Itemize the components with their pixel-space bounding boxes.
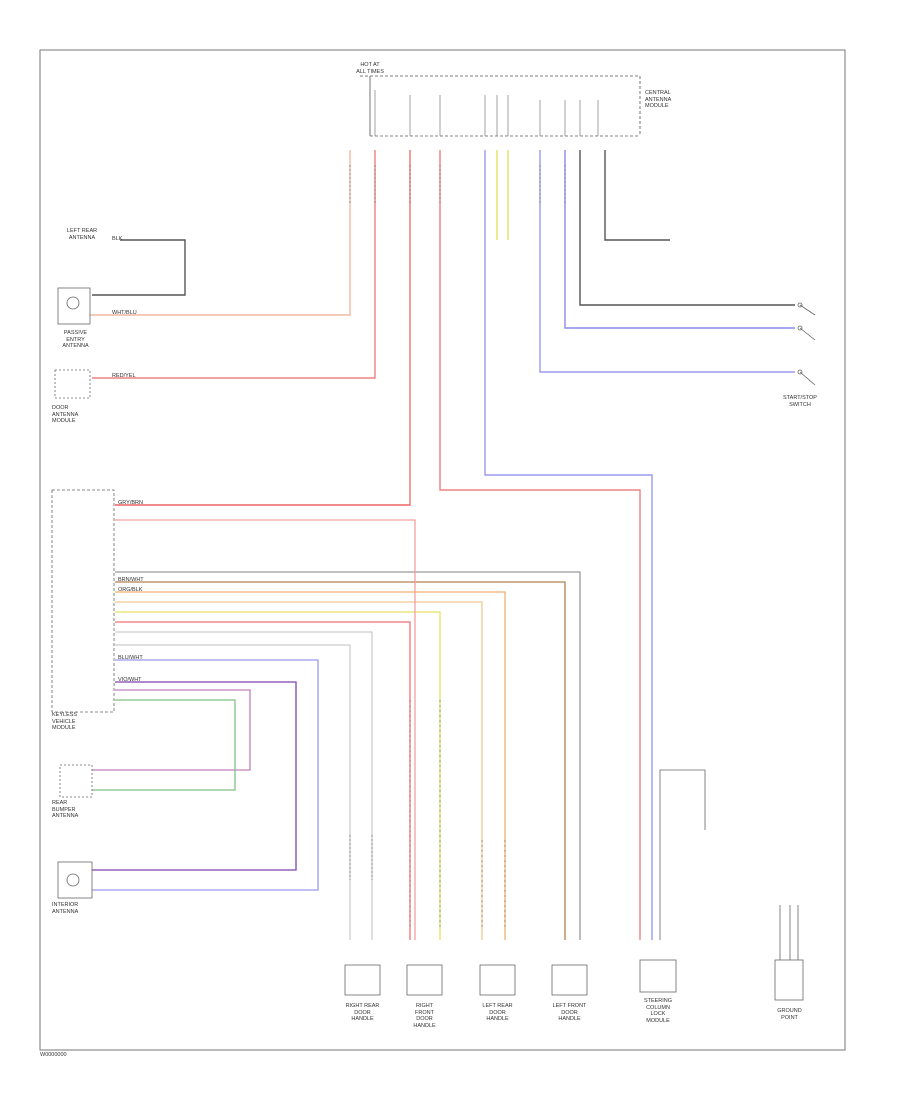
steering-lock-label: STEERING COLUMN LOCK MODULE [643,998,673,1024]
wire-b [92,150,376,379]
handle-2-box [406,964,443,996]
top-connector [360,75,641,137]
handle-4-label: LEFT FRONT DOOR HANDLE [552,1003,587,1022]
wire-label-1: BLK [112,236,123,242]
diagram-frame [39,49,846,1051]
wire-label-7: BRN/WHT [118,577,144,583]
wire-h [539,150,795,373]
rear-bumper-antenna-label: REAR BUMPER ANTENNA [52,800,79,819]
wire-a [90,150,351,316]
wire-label-3: RED/YEL [112,373,136,379]
rear-bumper-box [59,764,93,798]
entry-antenna-label: PASSIVE ENTRY ANTENNA [62,330,89,349]
handle-1-box [344,964,381,996]
wire-k [604,150,670,241]
wire-label-6: BLU/WHT [118,655,143,661]
steering-lock-box [639,959,677,993]
wire-e [484,150,653,940]
wire-markers [349,165,566,930]
keyless-module-label: KEYLESS VEHICLE MODULE [52,712,78,731]
handle-2-label: RIGHT FRONT DOOR HANDLE [413,1003,436,1029]
keyless-module-box [51,489,115,713]
handle-4-box [551,964,588,996]
wire-c [115,150,411,506]
ground-point-label: GROUND POINT [777,1008,802,1021]
wire-label-4: GRY/BRN [118,500,143,506]
entry-antenna-box [57,287,91,325]
module-wires [92,504,581,940]
wire-d [439,150,641,940]
wire-label-8: ORG/BLK [118,587,143,593]
left-rear-antenna-label: LEFT REAR ANTENNA [66,228,98,241]
antenna-module-label: CENTRAL ANTENNA MODULE [645,90,672,109]
wire-i [564,150,795,329]
handle-1-label: RIGHT REAR DOOR HANDLE [345,1003,380,1022]
ground-box [774,959,804,1001]
components [51,287,816,1001]
start-stop-switch-label: START/STOP SWITCH [783,395,817,408]
footer-code: W0000000 [40,1052,67,1058]
wire-l [92,239,186,296]
handle-3-box [479,964,516,996]
wire-label-2: WHT/BLU [112,310,137,316]
door-antenna-box [54,369,91,399]
wire-j [579,150,795,306]
handle-3-label: LEFT REAR DOOR HANDLE [482,1003,513,1022]
wire-harness [90,150,795,940]
wire-label-5: VIO/WHT [118,677,142,683]
top-connector-header: HOT AT ALL TIMES [356,62,384,75]
interior-antenna-box [57,861,93,899]
door-antenna-label: DOOR ANTENNA MODULE [52,405,79,424]
interior-antenna-label: INTERIOR ANTENNA [52,902,79,915]
